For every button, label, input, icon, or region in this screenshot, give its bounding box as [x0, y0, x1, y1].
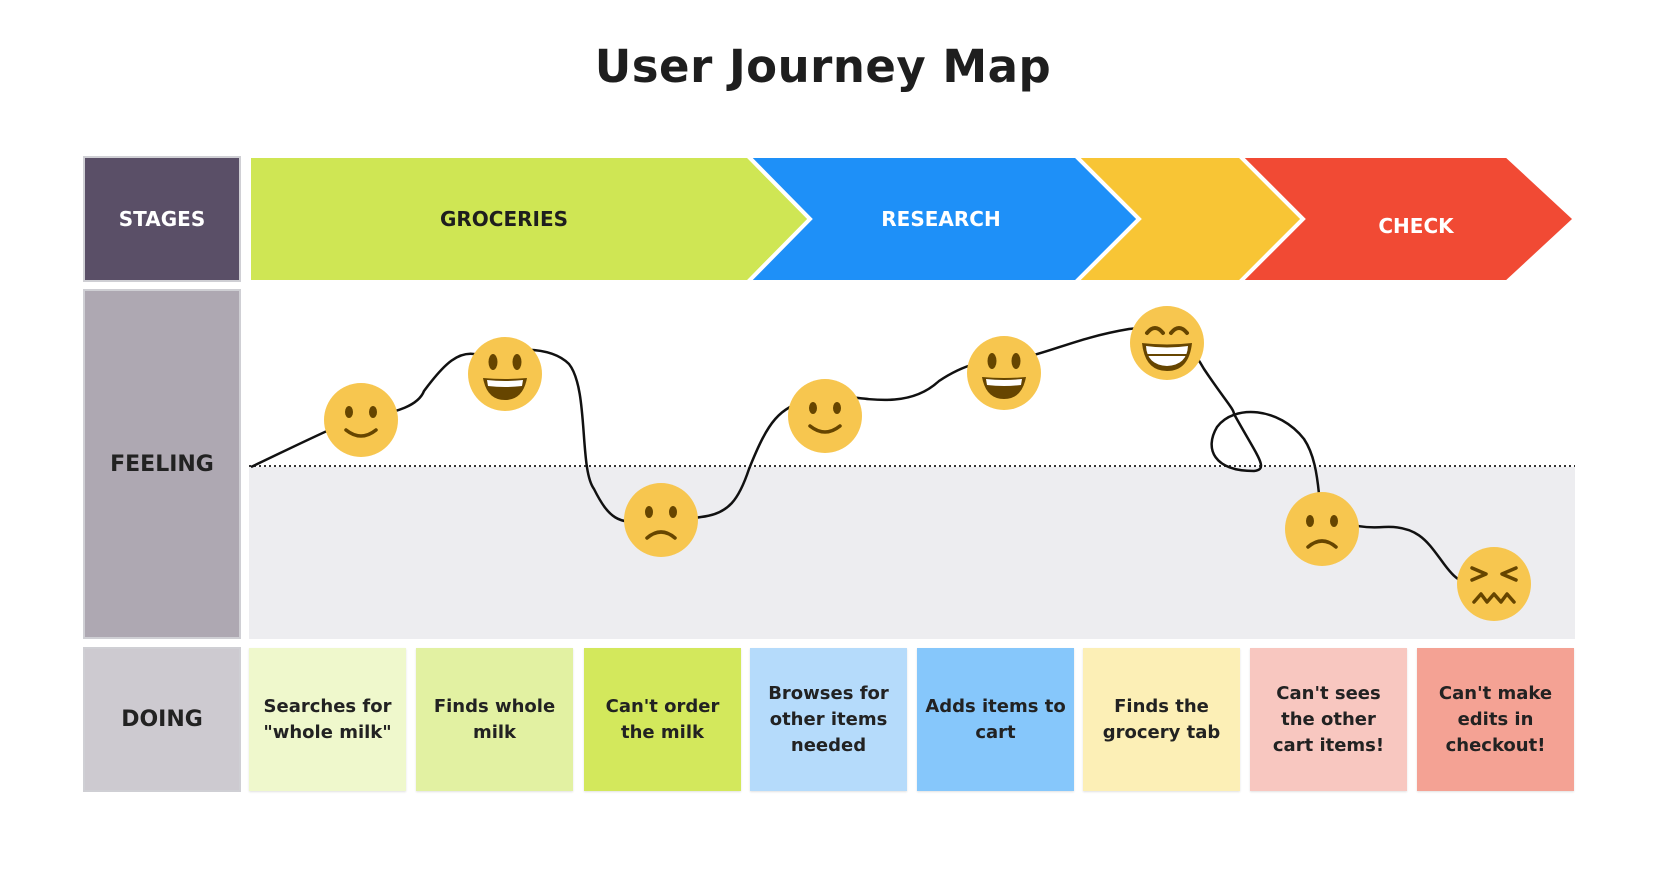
stages-arrows: [247, 154, 1578, 284]
doing-note: Finds whole milk: [416, 648, 573, 791]
doing-note: Adds items to cart: [917, 648, 1074, 791]
feeling-chart: [249, 289, 1575, 639]
slightly-smiling-face-icon: [788, 379, 862, 453]
stages-row-label: STAGES: [83, 156, 241, 282]
emotion-curve: [250, 326, 1490, 586]
stage-label-research: RESEARCH: [881, 207, 1001, 231]
beaming-face-icon: [1130, 306, 1204, 380]
confounded-face-icon: [1457, 547, 1531, 621]
doing-note: Can't make edits in checkout!: [1417, 648, 1574, 791]
frowning-face-icon: [624, 483, 698, 557]
doing-note: Finds the grocery tab: [1083, 648, 1240, 791]
grinning-face-icon: [468, 337, 542, 411]
grinning-face-icon: [967, 336, 1041, 410]
doing-note: Browses for other items needed: [750, 648, 907, 791]
doing-note: Can't sees the other cart items!: [1250, 648, 1407, 791]
feeling-row-label: FEELING: [83, 289, 241, 639]
negative-feeling-zone: [249, 467, 1575, 639]
stage-arrow-check: [1235, 154, 1578, 284]
stage-label-groceries: GROCERIES: [439, 207, 569, 231]
doing-note: Can't order the milk: [584, 648, 741, 791]
slightly-smiling-face-icon: [324, 383, 398, 457]
frowning-face-icon: [1285, 492, 1359, 566]
stage-label-check: CHECK: [1378, 214, 1454, 238]
doing-note: Searches for "whole milk": [249, 648, 406, 791]
doing-row-label: DOING: [83, 647, 241, 792]
page-title: User Journey Map: [594, 40, 1052, 93]
feeling-curve-canvas: [249, 326, 1575, 639]
